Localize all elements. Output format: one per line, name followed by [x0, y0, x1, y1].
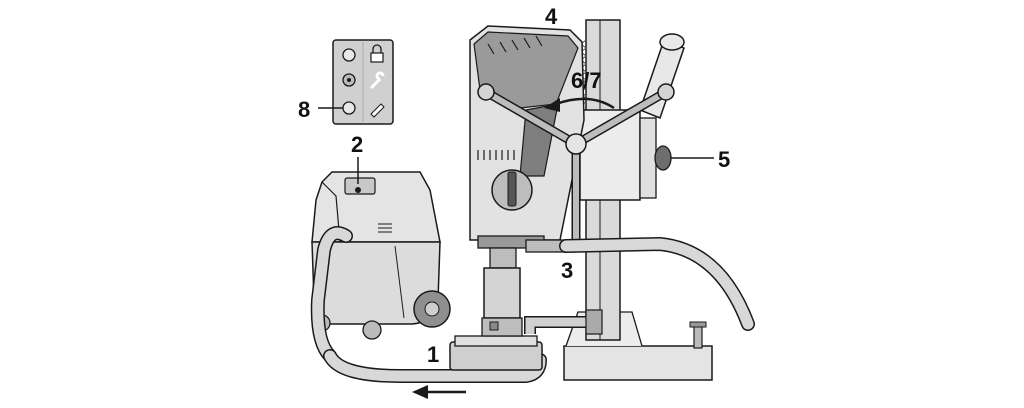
panel-led-bottom-icon [342, 101, 356, 115]
star-handle [477, 83, 675, 240]
panel-led-top-icon [342, 48, 356, 62]
callout-8: 8 [298, 97, 310, 122]
knob-icon [654, 145, 672, 171]
callout-5: 5 [718, 147, 730, 172]
vacuum-cleaner [310, 171, 451, 363]
callout-1: 1 [427, 342, 439, 367]
callout-2: 2 [351, 132, 363, 157]
callout-4: 4 [545, 4, 558, 29]
water-collector [449, 335, 543, 371]
rotation-arrow-icon [544, 97, 615, 112]
control-panel [332, 39, 394, 125]
drill-bit-icon [370, 103, 385, 118]
core-bit [481, 247, 523, 337]
flow-arrow-icon [412, 385, 466, 399]
water-supply [524, 236, 755, 335]
callout-3: 3 [561, 258, 573, 283]
callout-6-7: 6/7 [571, 68, 602, 93]
lock-icon [370, 44, 384, 63]
wrench-icon [369, 71, 385, 90]
